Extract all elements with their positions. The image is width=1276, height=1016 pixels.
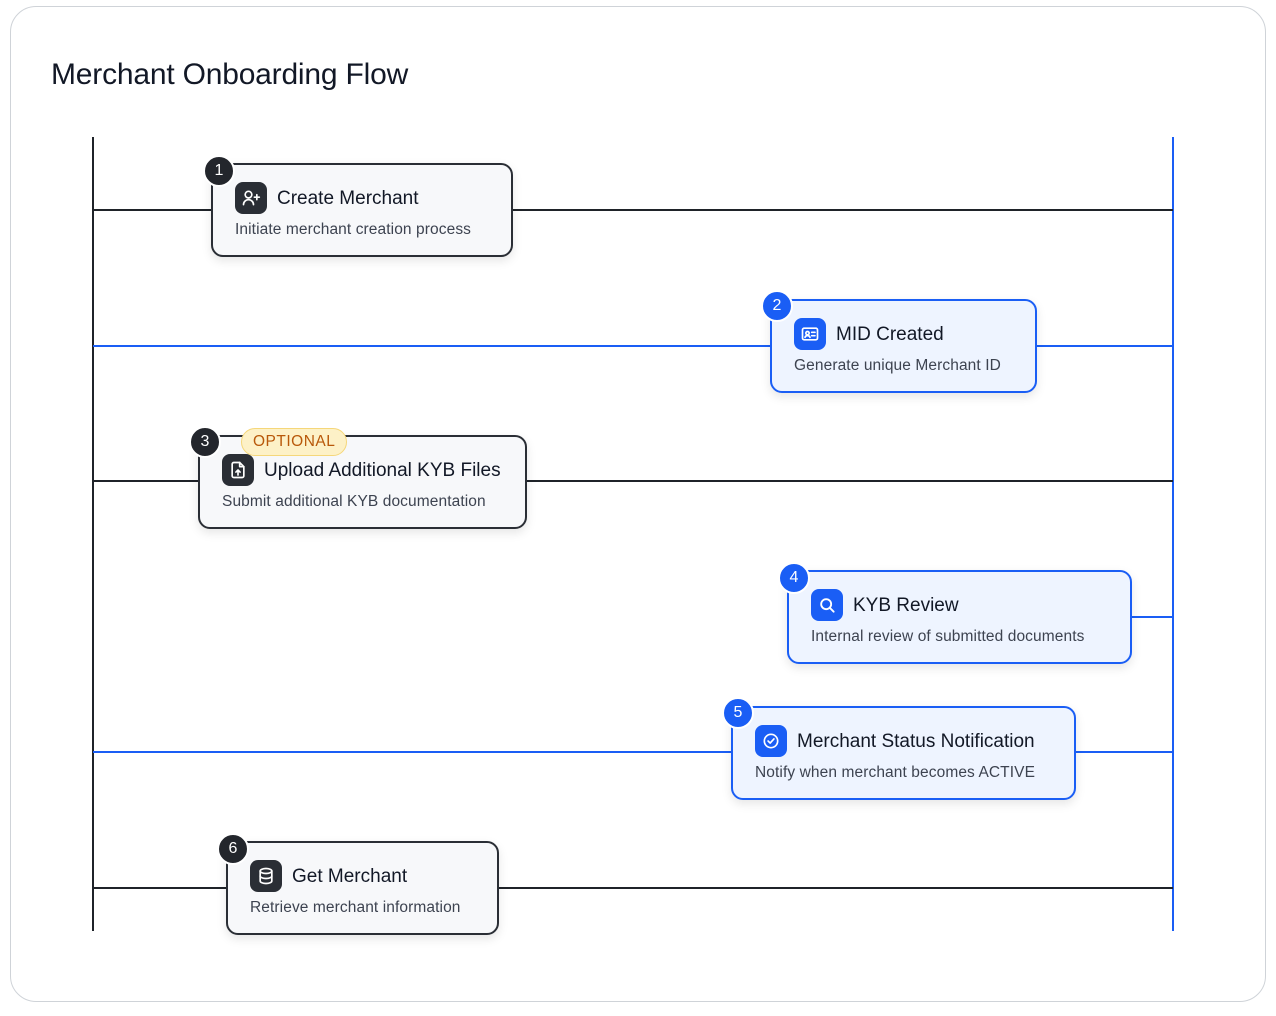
step-number-badge: 6 [217, 833, 249, 865]
step-description: Internal review of submitted documents [811, 628, 1085, 645]
step-description: Notify when merchant becomes ACTIVE [755, 764, 1036, 781]
step-node-get-merchant[interactable]: Get Merchant Retrieve merchant informati… [226, 841, 499, 935]
connector-step-4 [1130, 616, 1173, 618]
file-upload-icon [222, 454, 254, 486]
right-lane-line [1172, 137, 1174, 931]
step-number-badge: 3 [189, 426, 221, 458]
step-number-badge: 4 [778, 562, 810, 594]
left-lane-line [92, 137, 94, 931]
connector-step-3 [93, 480, 1173, 482]
step-node-upload-kyb-files[interactable]: Upload Additional KYB Files Submit addit… [198, 435, 527, 529]
connector-step-6 [93, 887, 1173, 889]
step-title: KYB Review [853, 595, 959, 616]
user-plus-icon [235, 182, 267, 214]
step-description: Submit additional KYB documentation [222, 493, 486, 510]
connector-step-1 [93, 209, 1173, 211]
step-description: Initiate merchant creation process [235, 221, 472, 238]
step-title: Upload Additional KYB Files [264, 460, 501, 481]
connector-step-2 [93, 345, 1173, 347]
step-number-badge: 1 [203, 155, 235, 187]
connector-step-5 [93, 751, 1173, 753]
step-title: Get Merchant [292, 866, 408, 887]
id-card-icon [794, 318, 826, 350]
step-node-kyb-review[interactable]: KYB Review Internal review of submitted … [787, 570, 1132, 664]
step-description: Generate unique Merchant ID [794, 357, 1001, 374]
step-number-badge: 2 [761, 290, 793, 322]
search-icon [811, 589, 843, 621]
step-title: MID Created [836, 324, 944, 345]
check-circle-icon [755, 725, 787, 757]
step-number-badge: 5 [722, 697, 754, 729]
database-icon [250, 860, 282, 892]
step-node-mid-created[interactable]: MID Created Generate unique Merchant ID [770, 299, 1037, 393]
page-title: Merchant Onboarding Flow [51, 58, 409, 91]
step-node-merchant-status-notification[interactable]: Merchant Status Notification Notify when… [731, 706, 1076, 800]
step-node-create-merchant[interactable]: Create Merchant Initiate merchant creati… [211, 163, 513, 257]
step-description: Retrieve merchant information [250, 899, 461, 916]
step-title: Merchant Status Notification [797, 731, 1035, 752]
step-title: Create Merchant [277, 188, 419, 209]
optional-tag: OPTIONAL [241, 428, 348, 456]
